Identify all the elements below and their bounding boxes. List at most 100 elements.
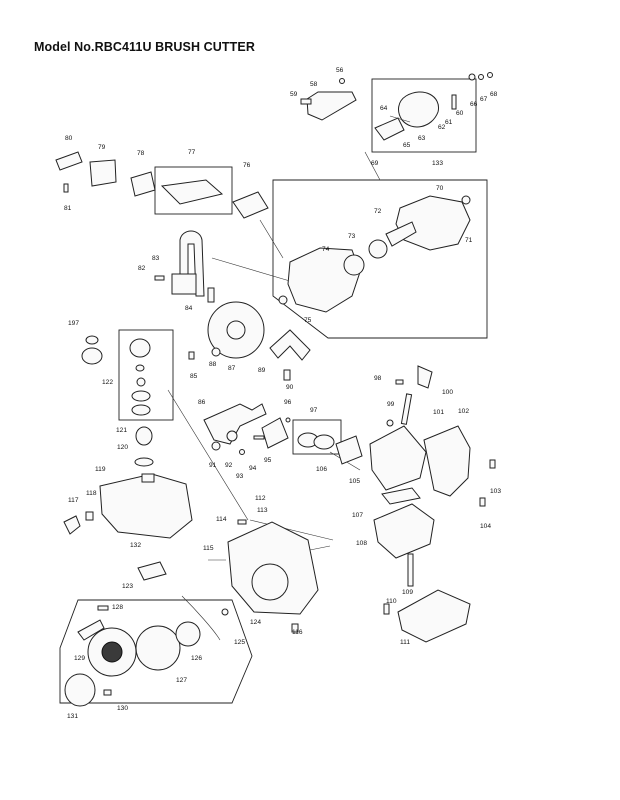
part-label-103: 103 bbox=[490, 488, 501, 495]
assembly-box-133 bbox=[371, 78, 477, 153]
part-label-74: 74 bbox=[322, 246, 330, 253]
part-label-97: 97 bbox=[310, 407, 318, 414]
part-66-washer bbox=[468, 73, 476, 81]
part-label-66: 66 bbox=[470, 101, 478, 108]
part-197-primer-bulb bbox=[81, 347, 103, 365]
part-130-bolt bbox=[103, 689, 112, 696]
part-label-90: 90 bbox=[286, 384, 294, 391]
part-101-spark-plug bbox=[400, 393, 413, 425]
part-label-68: 68 bbox=[490, 91, 498, 98]
part-label-82: 82 bbox=[138, 265, 146, 272]
part-label-99: 99 bbox=[387, 401, 395, 408]
part-115-housing-opening bbox=[251, 563, 289, 601]
part-label-133: 133 bbox=[432, 160, 443, 167]
part-label-101: 101 bbox=[433, 409, 444, 416]
leader-lines bbox=[167, 151, 381, 561]
part-label-96: 96 bbox=[284, 399, 292, 406]
part-91-washer bbox=[211, 441, 221, 451]
part-122-cap-top bbox=[129, 338, 151, 358]
part-85-bolt bbox=[188, 351, 195, 360]
part-127-reel-hub bbox=[101, 641, 123, 663]
part-63-clutch-plate bbox=[374, 117, 405, 141]
part-68-nut bbox=[487, 72, 493, 78]
part-label-91: 91 bbox=[209, 462, 217, 469]
part-104-bolt bbox=[479, 497, 486, 507]
part-81-bolt bbox=[63, 183, 69, 193]
part-109-bolt bbox=[407, 553, 414, 587]
part-label-85: 85 bbox=[190, 373, 198, 380]
part-label-94: 94 bbox=[249, 465, 257, 472]
part-label-132: 132 bbox=[130, 542, 141, 549]
part-label-113: 113 bbox=[257, 507, 268, 514]
part-number-callouts: 5658596061626364656667681336970717273747… bbox=[64, 67, 501, 720]
part-122-valve bbox=[136, 377, 146, 387]
part-label-118: 118 bbox=[86, 490, 97, 497]
part-label-77: 77 bbox=[188, 149, 196, 156]
part-84-spacer bbox=[207, 287, 215, 303]
part-82-bolt bbox=[154, 275, 165, 281]
part-label-59: 59 bbox=[290, 91, 298, 98]
part-label-122: 122 bbox=[102, 379, 113, 386]
part-label-110: 110 bbox=[386, 598, 397, 605]
assembly-box-97 bbox=[292, 419, 342, 455]
part-114-bolt bbox=[237, 519, 247, 525]
part-label-64: 64 bbox=[380, 105, 388, 112]
part-label-117: 117 bbox=[68, 497, 79, 504]
part-90-bolt bbox=[283, 369, 291, 381]
part-label-128: 128 bbox=[112, 604, 123, 611]
part-label-107: 107 bbox=[352, 512, 363, 519]
part-129-spring bbox=[135, 625, 181, 671]
part-label-114: 114 bbox=[216, 516, 227, 523]
part-56-bolt bbox=[339, 78, 345, 84]
part-label-56: 56 bbox=[336, 67, 344, 74]
part-label-120: 120 bbox=[117, 444, 128, 451]
part-105-cylinder bbox=[369, 425, 427, 491]
part-64-spring bbox=[389, 115, 411, 123]
part-121-strainer bbox=[135, 426, 153, 446]
assembly-box-122 bbox=[118, 329, 174, 421]
part-label-63: 63 bbox=[418, 135, 426, 142]
part-124-bolt bbox=[221, 608, 229, 616]
part-111-muffler-cover bbox=[397, 589, 471, 643]
part-label-60: 60 bbox=[456, 110, 464, 117]
part-75-crankcase bbox=[287, 247, 361, 313]
part-label-65: 65 bbox=[403, 142, 411, 149]
part-88-nut bbox=[211, 347, 221, 357]
part-107-gasket bbox=[381, 487, 421, 505]
part-98-nut bbox=[395, 379, 404, 385]
part-96-clip bbox=[285, 417, 291, 423]
part-87-flywheel-hub bbox=[226, 320, 246, 340]
part-label-93: 93 bbox=[236, 473, 244, 480]
part-label-72: 72 bbox=[374, 208, 382, 215]
part-label-116: 116 bbox=[292, 629, 303, 636]
part-95-piston bbox=[261, 417, 289, 449]
part-80-gasket bbox=[55, 151, 83, 171]
part-label-87: 87 bbox=[228, 365, 236, 372]
part-93-clip bbox=[239, 449, 245, 455]
part-126-pulley bbox=[175, 621, 201, 647]
part-label-80: 80 bbox=[65, 135, 73, 142]
part-label-70: 70 bbox=[436, 185, 444, 192]
part-label-69: 69 bbox=[371, 160, 379, 167]
part-label-119: 119 bbox=[95, 466, 106, 473]
part-label-131: 131 bbox=[67, 713, 78, 720]
part-58-clutch-cover bbox=[306, 91, 357, 121]
part-label-105: 105 bbox=[349, 478, 360, 485]
page-title: Model No.RBC411U BRUSH CUTTER bbox=[34, 40, 255, 54]
part-label-125: 125 bbox=[234, 639, 245, 646]
part-label-124: 124 bbox=[250, 619, 261, 626]
part-label-71: 71 bbox=[465, 237, 473, 244]
part-197-primer-top bbox=[85, 335, 99, 345]
part-label-61: 61 bbox=[445, 119, 453, 126]
part-label-127: 127 bbox=[176, 677, 187, 684]
part-label-75: 75 bbox=[304, 317, 312, 324]
part-120-gasket bbox=[134, 457, 154, 467]
part-label-102: 102 bbox=[458, 408, 469, 415]
part-78-insulator bbox=[130, 171, 156, 197]
part-72-gasket bbox=[385, 221, 417, 247]
part-label-86: 86 bbox=[198, 399, 206, 406]
part-129-handle bbox=[77, 619, 105, 641]
part-label-62: 62 bbox=[438, 124, 446, 131]
part-77-reed-valve bbox=[160, 179, 224, 205]
part-70-crankcase-half bbox=[395, 195, 471, 251]
